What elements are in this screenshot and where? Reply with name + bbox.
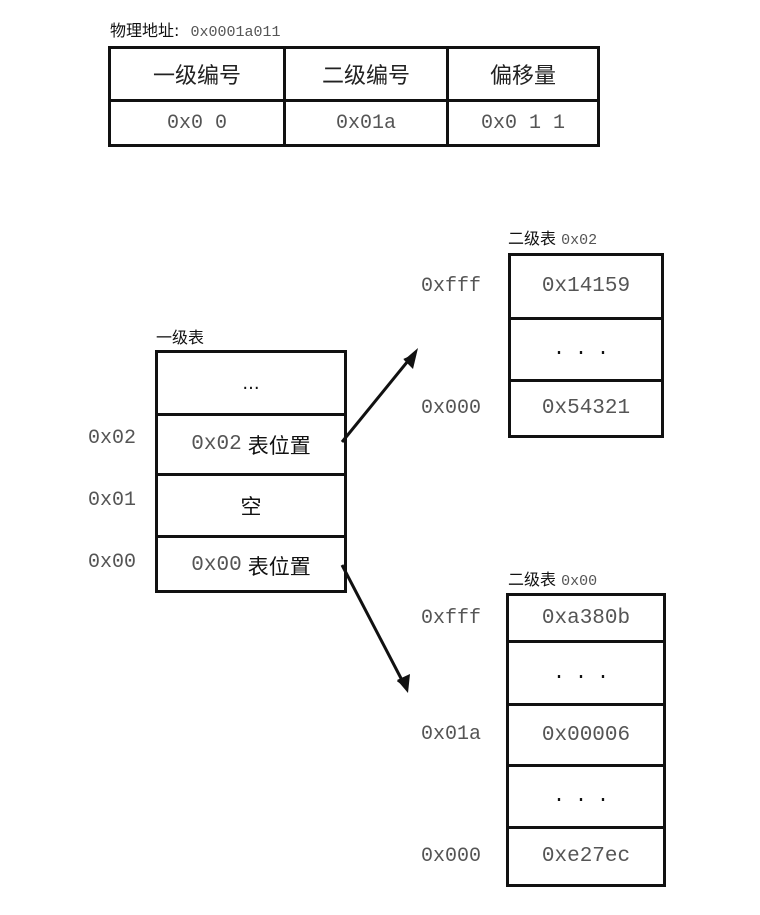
ellipsis: ... [242, 372, 260, 394]
level2-title-label: 二级表 [508, 229, 557, 248]
level2-02-index-fff: 0xfff [421, 275, 482, 298]
level2-table-02-title: 二级表 0x02 [508, 225, 597, 249]
entry-value: 0x54321 [541, 397, 631, 420]
address-split-table: 一级编号 二级编号 偏移量 0x0 0 0x01a 0x0 1 1 [108, 46, 600, 147]
level2-02-row-000: 0x54321 [511, 379, 661, 435]
level2-00-row-ellipsis-2: ... [509, 764, 663, 826]
table-location-label: 表位置 [247, 554, 311, 579]
arrow-to-level2-table-02 [340, 354, 414, 443]
entry-value: 0xa380b [541, 606, 631, 630]
table-address: 0x02 [191, 433, 242, 456]
level1-index-0x00: 0x00 [88, 551, 137, 574]
ellipsis: ... [552, 661, 619, 685]
entry-value: 0x00006 [541, 723, 631, 747]
value-level2-index: 0x01a [283, 99, 449, 147]
arrow-to-level2-table-00 [340, 564, 407, 688]
level2-02-row-fff: 0x14159 [511, 256, 661, 317]
level2-title-addr: 0x02 [561, 232, 598, 249]
level2-title-addr: 0x00 [561, 573, 598, 590]
level1-index-0x01: 0x01 [88, 489, 137, 512]
physical-address-value: 0x0001a011 [190, 24, 281, 41]
level2-00-row-01a: 0x00006 [509, 703, 663, 764]
entry-value: 0x14159 [541, 275, 631, 298]
level2-00-index-fff: 0xfff [421, 607, 482, 630]
header-level1-index: 一级编号 [108, 46, 286, 102]
level1-table-title: 一级表 [156, 328, 205, 347]
header-offset: 偏移量 [446, 46, 600, 102]
level1-row-0x02: 0x02 表位置 [158, 413, 344, 473]
level1-row-0x00: 0x00 表位置 [158, 535, 344, 593]
address-split-header-row: 一级编号 二级编号 偏移量 [108, 46, 600, 102]
level2-00-row-fff: 0xa380b [509, 596, 663, 640]
ellipsis: ... [552, 785, 619, 808]
level2-title-label: 二级表 [508, 570, 557, 589]
entry-value: 0xe27ec [541, 845, 631, 868]
value-offset: 0x0 1 1 [446, 99, 600, 147]
level2-00-row-000: 0xe27ec [509, 826, 663, 884]
level2-02-row-ellipsis: ... [511, 317, 661, 379]
address-split-value-row: 0x0 0 0x01a 0x0 1 1 [108, 99, 600, 147]
level2-00-index-000: 0x000 [421, 845, 482, 868]
level2-02-index-000: 0x000 [421, 397, 482, 420]
value-level1-index: 0x0 0 [108, 99, 286, 147]
level2-table-00-title: 二级表 0x00 [508, 566, 597, 590]
physical-address-label: 物理地址: [110, 21, 180, 40]
arrow-head-00 [397, 674, 410, 693]
level1-row-ellipsis: ... [158, 353, 344, 413]
level2-table-00: 0xa380b ... 0x00006 ... 0xe27ec [506, 593, 666, 887]
level2-00-row-ellipsis-1: ... [509, 640, 663, 703]
level1-index-0x02: 0x02 [88, 427, 137, 450]
level1-row-0x01: 空 [158, 473, 344, 535]
level2-table-02: 0x14159 ... 0x54321 [508, 253, 664, 438]
empty-label: 空 [240, 494, 262, 519]
physical-address-caption: 物理地址: 0x0001a011 [110, 17, 281, 41]
arrow-head-02 [404, 348, 418, 369]
table-location-label: 表位置 [247, 433, 311, 458]
level1-table: ... 0x02 表位置 空 0x00 表位置 [155, 350, 347, 593]
header-level2-index: 二级编号 [283, 46, 449, 102]
level2-00-index-01a: 0x01a [421, 723, 482, 746]
table-address: 0x00 [191, 554, 242, 577]
ellipsis: ... [552, 338, 619, 361]
